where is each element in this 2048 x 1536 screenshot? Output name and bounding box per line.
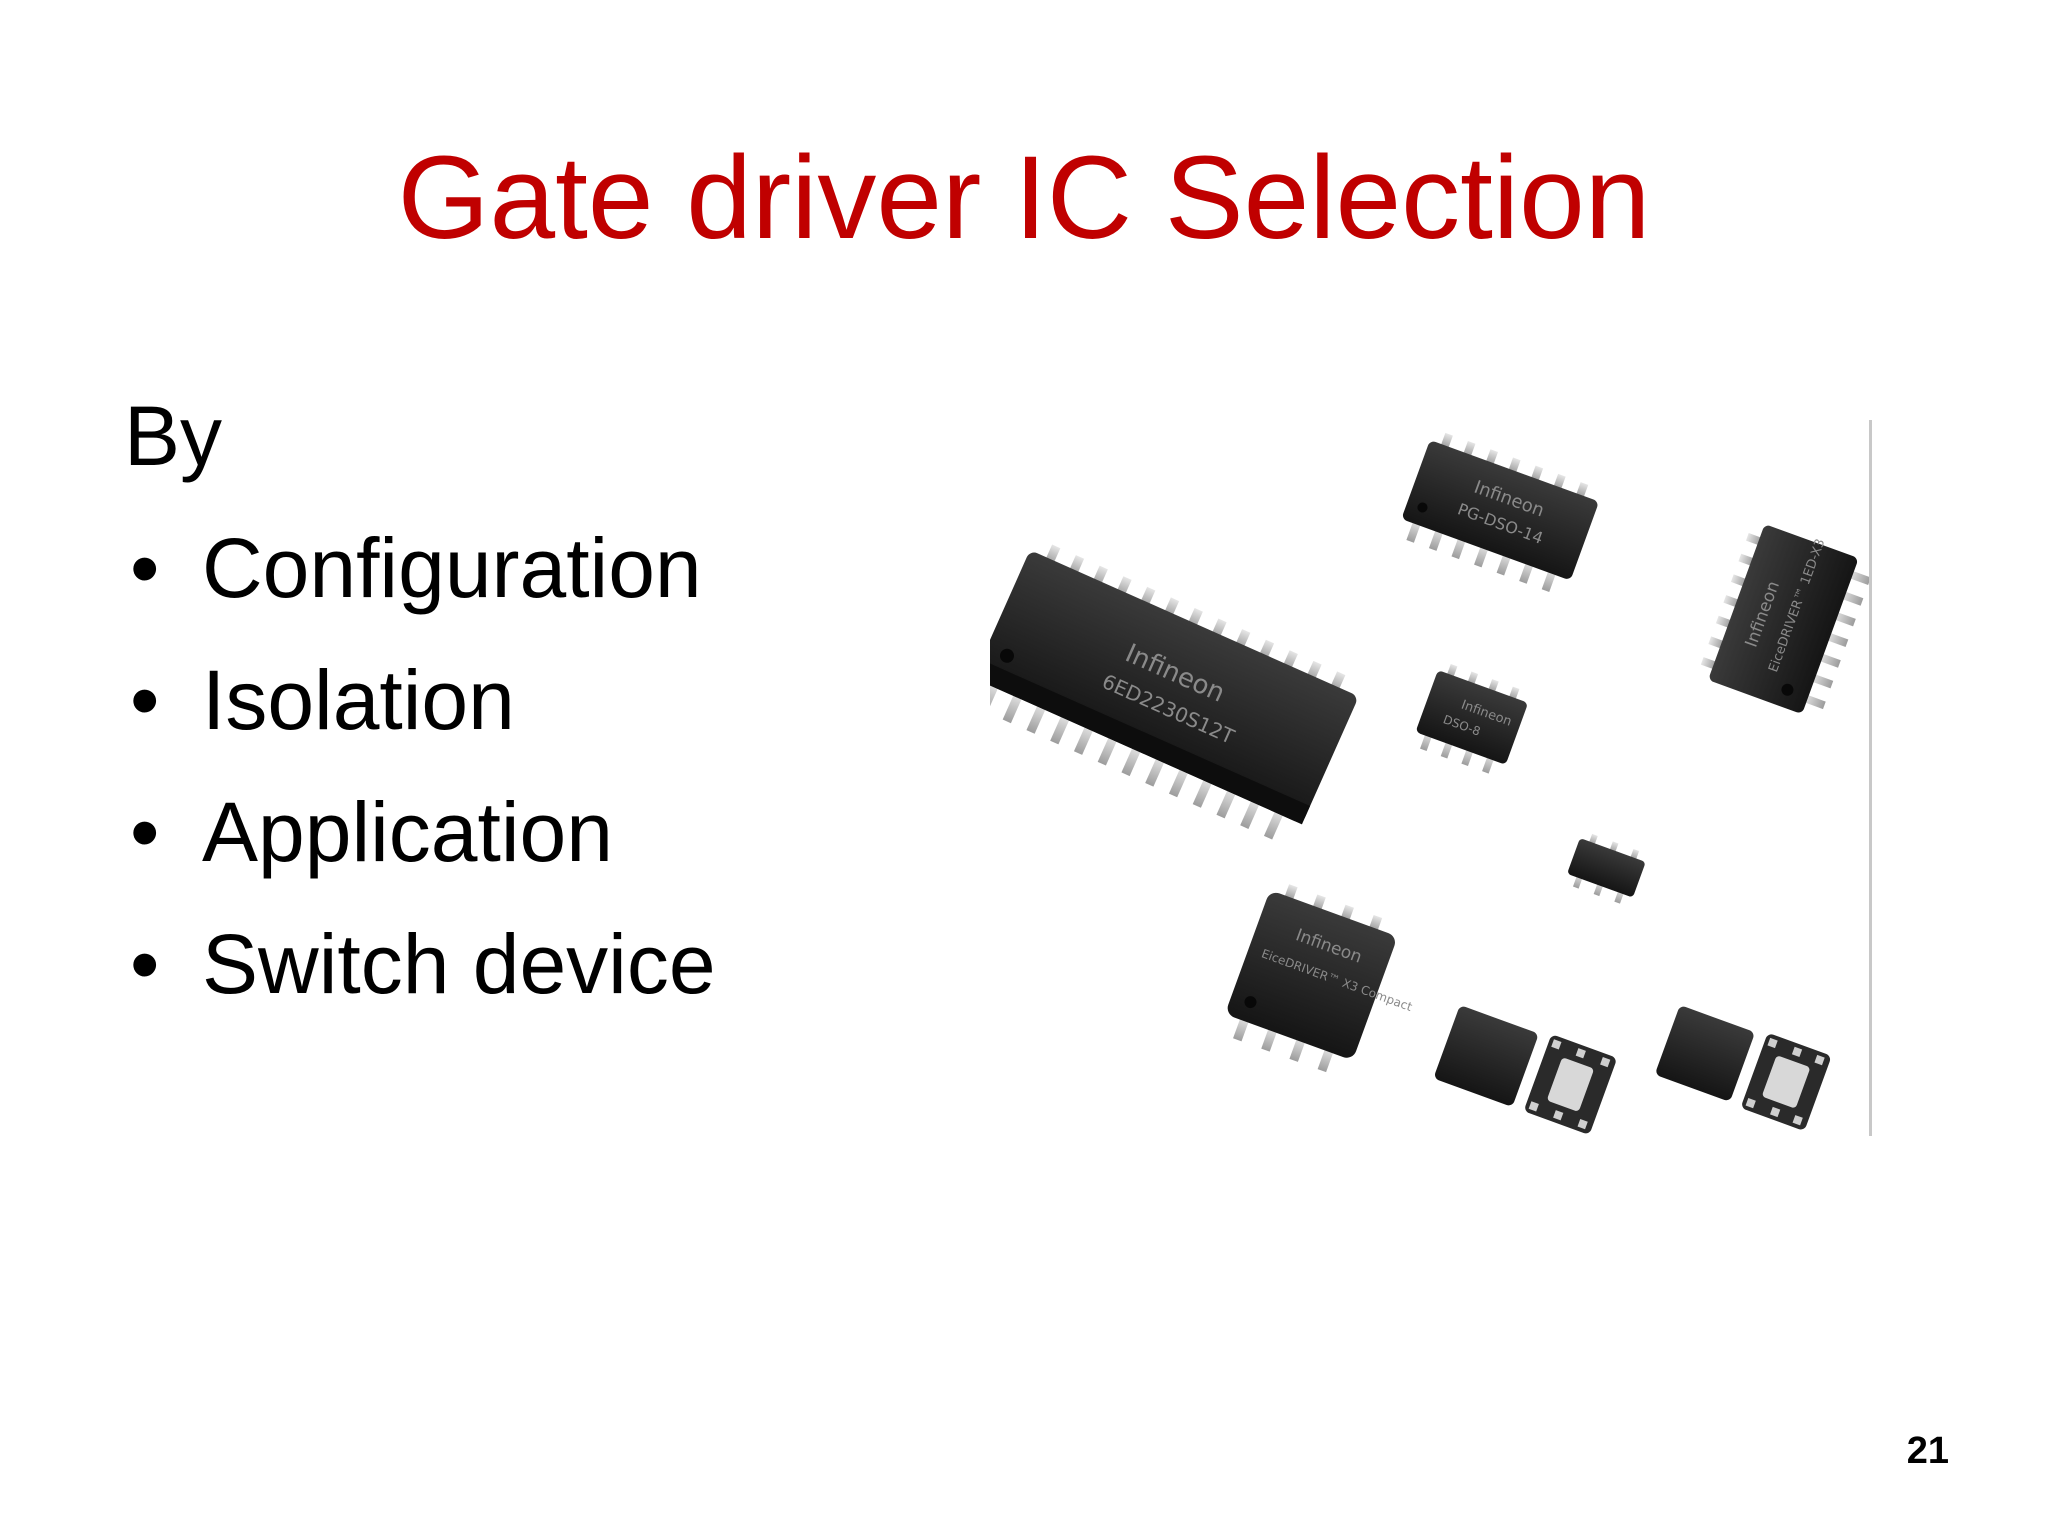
chip-6ed2230s12t: Infineon 6ED2230S12T <box>990 544 1357 840</box>
ic-packages-photo: Infineon 6ED2230S12T Infineon PG-DSO-14 … <box>990 432 1871 1134</box>
photo-divider <box>1869 420 1872 1136</box>
chip-dso-8: Infineon DSO-8 <box>1416 664 1527 774</box>
chip-sot <box>1568 833 1645 904</box>
chip-x3-compact: Infineon EiceDRIVER™ X3 Compact <box>1227 884 1414 1073</box>
slide-title: Gate driver IC Selection <box>397 132 1651 264</box>
bullet-text: Isolation <box>202 653 515 747</box>
bullet-text: Switch device <box>202 917 716 1011</box>
chip-1ed-x3: Infineon EiceDRIVER™ 1ED-X3 <box>1700 525 1871 713</box>
bullet-icon: • <box>130 785 160 879</box>
chip-pg-dso-14: Infineon PG-DSO-14 <box>1402 432 1598 592</box>
bullet-text: Configuration <box>202 521 702 615</box>
chip-dfn-pair-2 <box>1656 1006 1831 1130</box>
page-number: 21 <box>1906 1430 1949 1472</box>
bullet-text: Application <box>202 785 613 879</box>
bullet-icon: • <box>130 521 160 615</box>
intro-text: By <box>124 389 223 483</box>
bullet-icon: • <box>130 917 160 1011</box>
chip-dfn-pair-1 <box>1435 1006 1616 1134</box>
bullet-icon: • <box>130 653 160 747</box>
